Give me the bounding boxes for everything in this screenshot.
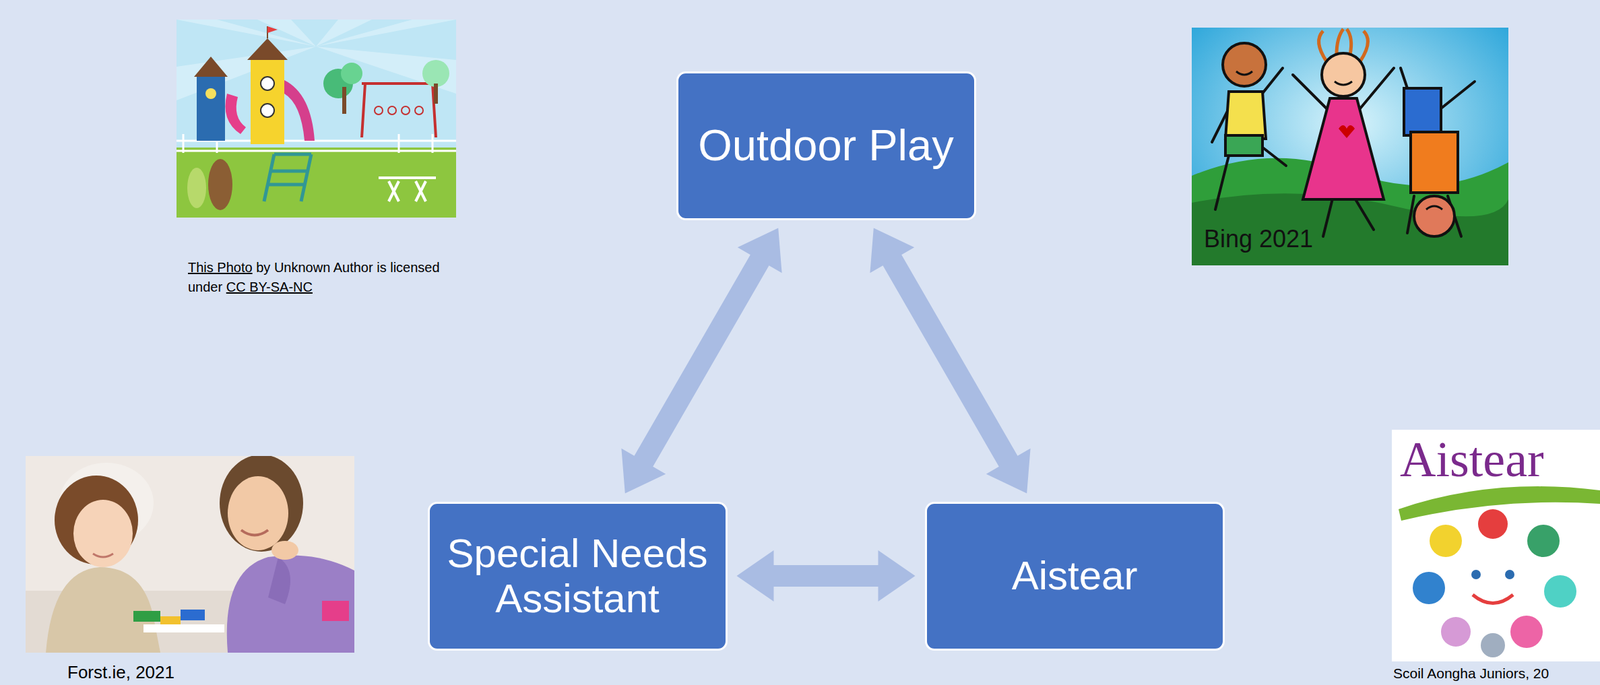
child-and-adult-photo (25, 456, 355, 653)
image-credit: Scoil Aongha Juniors, 20 (1393, 665, 1549, 682)
process-box: Aistear (924, 501, 1225, 651)
process-box: Special Needs Assistant (427, 501, 728, 651)
box-label: Aistear (940, 553, 1210, 599)
playground-picture (176, 19, 457, 218)
license-link: CC BY-SA-NC (226, 279, 313, 295)
image-credit: Forst.ie, 2021 (67, 662, 175, 684)
double-arrow (621, 228, 782, 494)
photo-credit: This Photoby Unknown Author is licensed … (187, 258, 471, 298)
double-arrow (869, 228, 1031, 494)
process-box: Outdoor Play (676, 71, 977, 221)
logo-title: Aistear (1399, 431, 1545, 489)
double-arrow (737, 550, 916, 602)
box-label: Outdoor Play (691, 121, 961, 171)
image-credit: Bing 2021 (1203, 225, 1314, 254)
box-label: Special Needs Assistant (443, 530, 713, 622)
photo-link: This Photo (187, 260, 253, 275)
